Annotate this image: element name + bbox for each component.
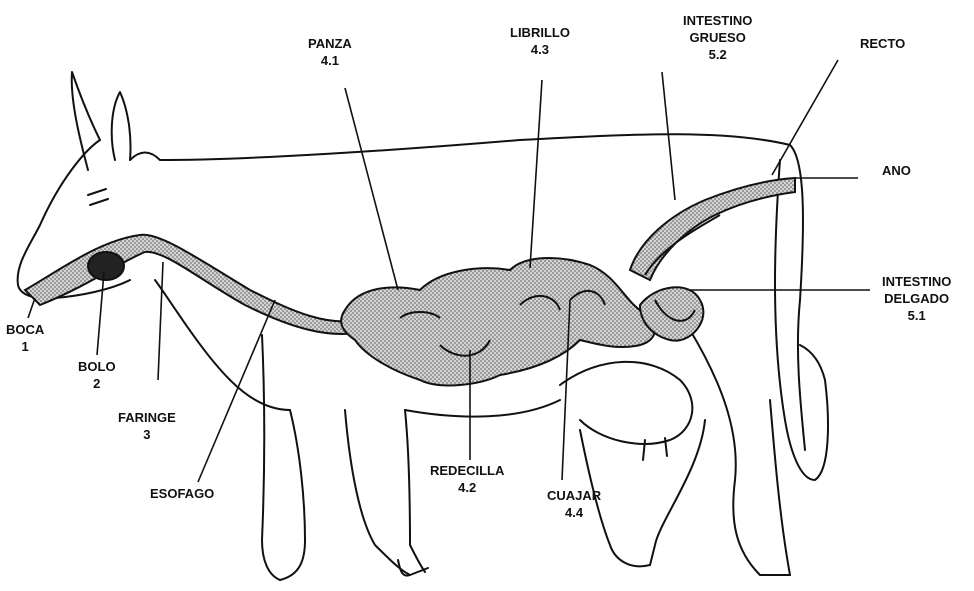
- label-librillo-name: LIBRILLO: [510, 24, 570, 41]
- label-ano: ANO: [882, 162, 911, 179]
- back-outline: [160, 134, 790, 160]
- label-librillo: LIBRILLO 4.3: [510, 24, 570, 58]
- digestive-tract: [25, 178, 795, 385]
- label-intestino-delgado-line1: INTESTINO: [882, 273, 951, 290]
- label-intestino-delgado-number: 5.1: [882, 307, 951, 324]
- label-librillo-number: 4.3: [510, 41, 570, 58]
- label-panza: PANZA 4.1: [308, 35, 352, 69]
- label-bolo-number: 2: [78, 375, 116, 392]
- label-intestino-grueso-number: 5.2: [683, 46, 752, 63]
- label-ano-name: ANO: [882, 162, 911, 179]
- belly: [405, 400, 560, 417]
- label-intestino-grueso-line1: INTESTINO: [683, 12, 752, 29]
- front-leg-front: [345, 410, 410, 575]
- label-redecilla-number: 4.2: [430, 479, 504, 496]
- bolo-mass: [88, 252, 124, 280]
- label-boca-number: 1: [6, 338, 44, 355]
- leader-bolo: [97, 272, 104, 355]
- leader-panza: [345, 88, 398, 290]
- label-boca: BOCA 1: [6, 321, 44, 355]
- label-faringe-name: FARINGE: [118, 409, 176, 426]
- label-panza-number: 4.1: [308, 52, 352, 69]
- label-intestino-grueso: INTESTINO GRUESO 5.2: [683, 12, 752, 63]
- label-esofago-name: ESOFAGO: [150, 485, 214, 502]
- leader-faringe: [158, 262, 163, 380]
- label-faringe-number: 3: [118, 426, 176, 443]
- label-cuajar: CUAJAR 4.4: [547, 487, 601, 521]
- label-redecilla-name: REDECILLA: [430, 462, 504, 479]
- leader-boca: [28, 298, 35, 318]
- leader-librillo: [530, 80, 542, 268]
- label-bolo-name: BOLO: [78, 358, 116, 375]
- label-esofago: ESOFAGO: [150, 485, 214, 502]
- label-intestino-delgado-line2: DELGADO: [882, 290, 951, 307]
- label-boca-name: BOCA: [6, 321, 44, 338]
- eye: [88, 189, 108, 205]
- esophagus-tract: [25, 235, 370, 334]
- label-recto-name: RECTO: [860, 35, 905, 52]
- label-recto: RECTO: [860, 35, 905, 52]
- horn-left: [72, 72, 100, 170]
- stomach: [341, 258, 655, 385]
- label-intestino-grueso-line2: GRUESO: [683, 29, 752, 46]
- label-panza-name: PANZA: [308, 35, 352, 52]
- horn-right: [112, 92, 131, 160]
- tail-tuft: [785, 345, 828, 480]
- label-cuajar-name: CUAJAR: [547, 487, 601, 504]
- label-cuajar-number: 4.4: [547, 504, 601, 521]
- label-redecilla: REDECILLA 4.2: [430, 462, 504, 496]
- label-faringe: FARINGE 3: [118, 409, 176, 443]
- front-leg-back: [262, 335, 280, 580]
- label-bolo: BOLO 2: [78, 358, 116, 392]
- label-intestino-delgado: INTESTINO DELGADO 5.1: [882, 273, 951, 324]
- leader-intestino-grueso: [662, 72, 675, 200]
- large-intestine: [630, 178, 795, 280]
- leader-recto: [772, 60, 838, 175]
